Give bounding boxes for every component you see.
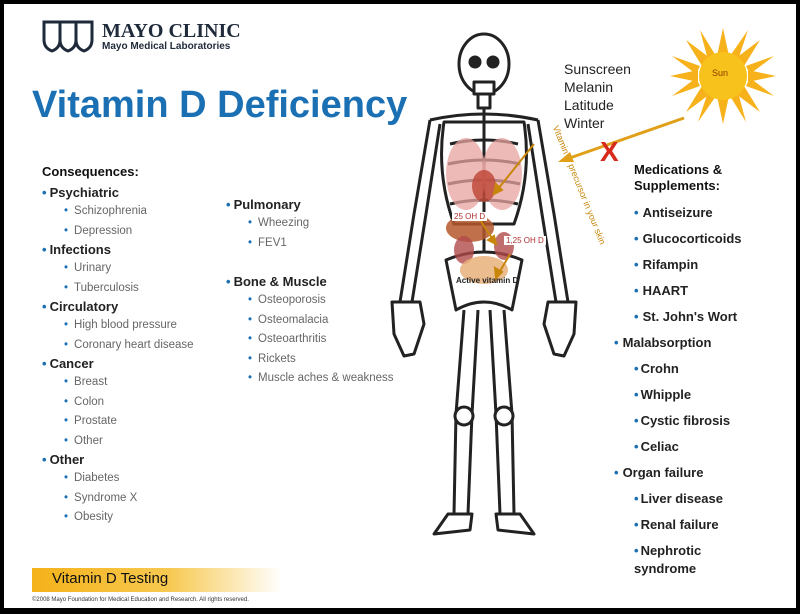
factor-item: Melanin xyxy=(564,79,614,95)
list-item: •High blood pressure xyxy=(64,319,177,331)
medications-list: •Antiseizure •Glucocorticoids •Rifampin … xyxy=(634,200,742,330)
footer-bar xyxy=(32,568,282,592)
list-item: •Osteoarthritis xyxy=(248,333,327,345)
list-item: •Osteomalacia xyxy=(248,313,329,326)
list-item: •Other xyxy=(64,434,103,447)
list-item: •Antiseizure xyxy=(634,205,713,220)
list-item: •St. John's Wort xyxy=(634,309,738,324)
category-pulmonary: •Pulmonary xyxy=(226,197,301,212)
page-title: Vitamin D Deficiency xyxy=(32,84,408,126)
list-item: •FEV1 xyxy=(248,236,287,249)
category-infections: •Infections xyxy=(42,242,111,257)
label-25-oh-d: 25 OH D xyxy=(452,212,488,221)
category-cancer: •Cancer xyxy=(42,356,94,371)
list-item: •Osteoporosis xyxy=(248,294,326,306)
list-item: •Crohn xyxy=(634,361,679,376)
footer-label: Vitamin D Testing xyxy=(52,570,169,587)
list-item: •Depression xyxy=(64,224,133,237)
list-item: •Whipple xyxy=(634,387,692,402)
list-item: •Coronary heart disease xyxy=(64,338,194,351)
sun-ray-arrow xyxy=(558,116,685,162)
mayo-shield-icon xyxy=(42,20,94,53)
consequences-heading: Consequences: xyxy=(42,164,139,179)
list-item: •Obesity xyxy=(64,511,114,523)
list-item: •Nephrotic syndrome xyxy=(634,543,702,576)
brand-subtitle: Mayo Medical Laboratories xyxy=(102,40,231,52)
list-item: •Wheezing xyxy=(248,217,310,229)
sun-label: Sun xyxy=(712,68,729,78)
category-other: •Other xyxy=(42,452,85,467)
list-item: •Prostate xyxy=(64,415,117,427)
list-item: •Urinary xyxy=(64,262,112,274)
sun-icon xyxy=(670,28,776,124)
category-bone-muscle: •Bone & Muscle xyxy=(226,274,327,289)
blocking-factors: Sunscreen Melanin Latitude Winter xyxy=(564,60,631,132)
factor-item: Sunscreen xyxy=(564,61,631,77)
list-item: •Cystic fibrosis xyxy=(634,413,731,428)
category-psychiatric: •Psychiatric xyxy=(42,185,119,200)
label-active-vitamin-d: Active vitamin D xyxy=(456,276,519,285)
list-item: •Diabetes xyxy=(64,472,120,484)
list-item: •Liver disease xyxy=(634,491,723,506)
list-item: •Schizophrenia xyxy=(64,205,147,217)
factor-item: Latitude xyxy=(564,97,614,113)
category-circulatory: •Circulatory xyxy=(42,299,119,314)
brand-name: MAYO CLINIC xyxy=(102,19,241,42)
category-organ-failure: •Organ failure xyxy=(614,465,704,480)
list-item: •Rickets xyxy=(248,352,296,365)
consequences-list-2: •Pulmonary •Wheezing •FEV1 •Bone & Muscl… xyxy=(226,196,394,389)
label-125-oh-d: 1,25 OH D xyxy=(504,236,546,245)
list-item: •Celiac xyxy=(634,439,679,454)
list-item: •Syndrome X xyxy=(64,491,138,504)
list-item: •Breast xyxy=(64,376,108,388)
list-item: •Rifampin xyxy=(634,257,699,272)
factor-item: Winter xyxy=(564,115,605,131)
skeleton-illustration xyxy=(390,32,578,536)
mayo-logo: MAYO CLINIC Mayo Medical Laboratories xyxy=(40,18,241,54)
list-item: •Colon xyxy=(64,395,105,408)
category-malabsorption: •Malabsorption xyxy=(614,335,712,350)
consequences-list: •Psychiatric •Schizophrenia •Depression … xyxy=(42,184,194,528)
malabsorption-list: •Malabsorption •Crohn •Whipple •Cystic f… xyxy=(614,330,734,578)
list-item: •Glucocorticoids xyxy=(634,231,742,246)
medications-heading: Medications & Supplements: xyxy=(634,162,723,193)
list-item: •Muscle aches & weakness xyxy=(248,372,394,384)
slide: MAYO CLINIC Mayo Medical Laboratories Vi… xyxy=(4,4,796,608)
copyright-text: ©2008 Mayo Foundation for Medical Educat… xyxy=(32,597,249,603)
block-mark: X xyxy=(600,136,619,167)
list-item: •HAART xyxy=(634,283,689,298)
list-item: •Renal failure xyxy=(634,517,719,532)
list-item: •Tuberculosis xyxy=(64,281,139,294)
